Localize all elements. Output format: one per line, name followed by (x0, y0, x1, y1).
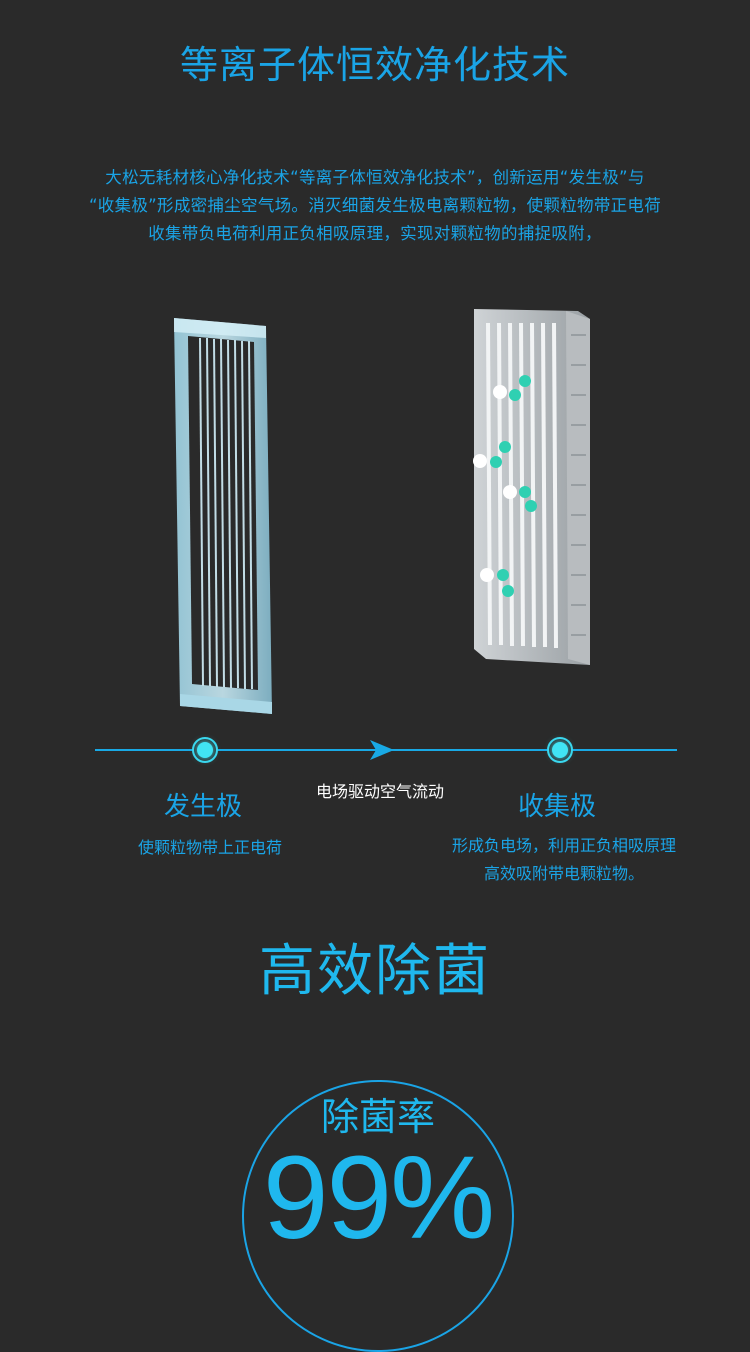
efficient-sterilization-heading: 高效除菌 (259, 939, 491, 1004)
generator-pole-name: 发生极 (163, 792, 242, 822)
generator-pole-desc: 使颗粒物带上正电荷 (60, 834, 360, 862)
generator-node-icon (192, 737, 218, 763)
collector-desc-line-1: 形成负电场，利用正负相吸原理 (451, 836, 676, 855)
intro-line-1: 大松无耗材核心净化技术“等离子体恒效净化技术”，创新运用“发生极”与 (105, 168, 645, 187)
arrow-right-icon (370, 740, 394, 760)
generator-desc-line-1: 使颗粒物带上正电荷 (137, 838, 282, 857)
collector-electrode-image (473, 309, 590, 665)
sterilization-rate-value: 99% (262, 1132, 495, 1264)
collector-pole-name: 收集极 (517, 792, 596, 822)
collector-pole-desc: 形成负电场，利用正负相吸原理 高效吸附带电颗粒物。 (404, 832, 724, 888)
generator-electrode-image (174, 318, 272, 714)
sterilization-rate-label: 除菌率 (320, 1095, 435, 1139)
intro-line-2: “收集极”形成密捕尘空气场。消灭细菌发生极电离颗粒物，使颗粒物带正电荷 (88, 196, 662, 215)
intro-paragraph: 大松无耗材核心净化技术“等离子体恒效净化技术”，创新运用“发生极”与 “收集极”… (10, 164, 740, 248)
collector-node-icon (547, 737, 573, 763)
page-title: 等离子体恒效净化技术 (179, 43, 570, 87)
intro-line-3: 收集带负电荷利用正负相吸原理，实现对颗粒物的捕捉吸附， (148, 224, 602, 243)
charged-particles (473, 375, 537, 597)
flow-label: 电场驱动空气流动 (315, 782, 444, 801)
collector-desc-line-2: 高效吸附带电颗粒物。 (483, 864, 644, 883)
